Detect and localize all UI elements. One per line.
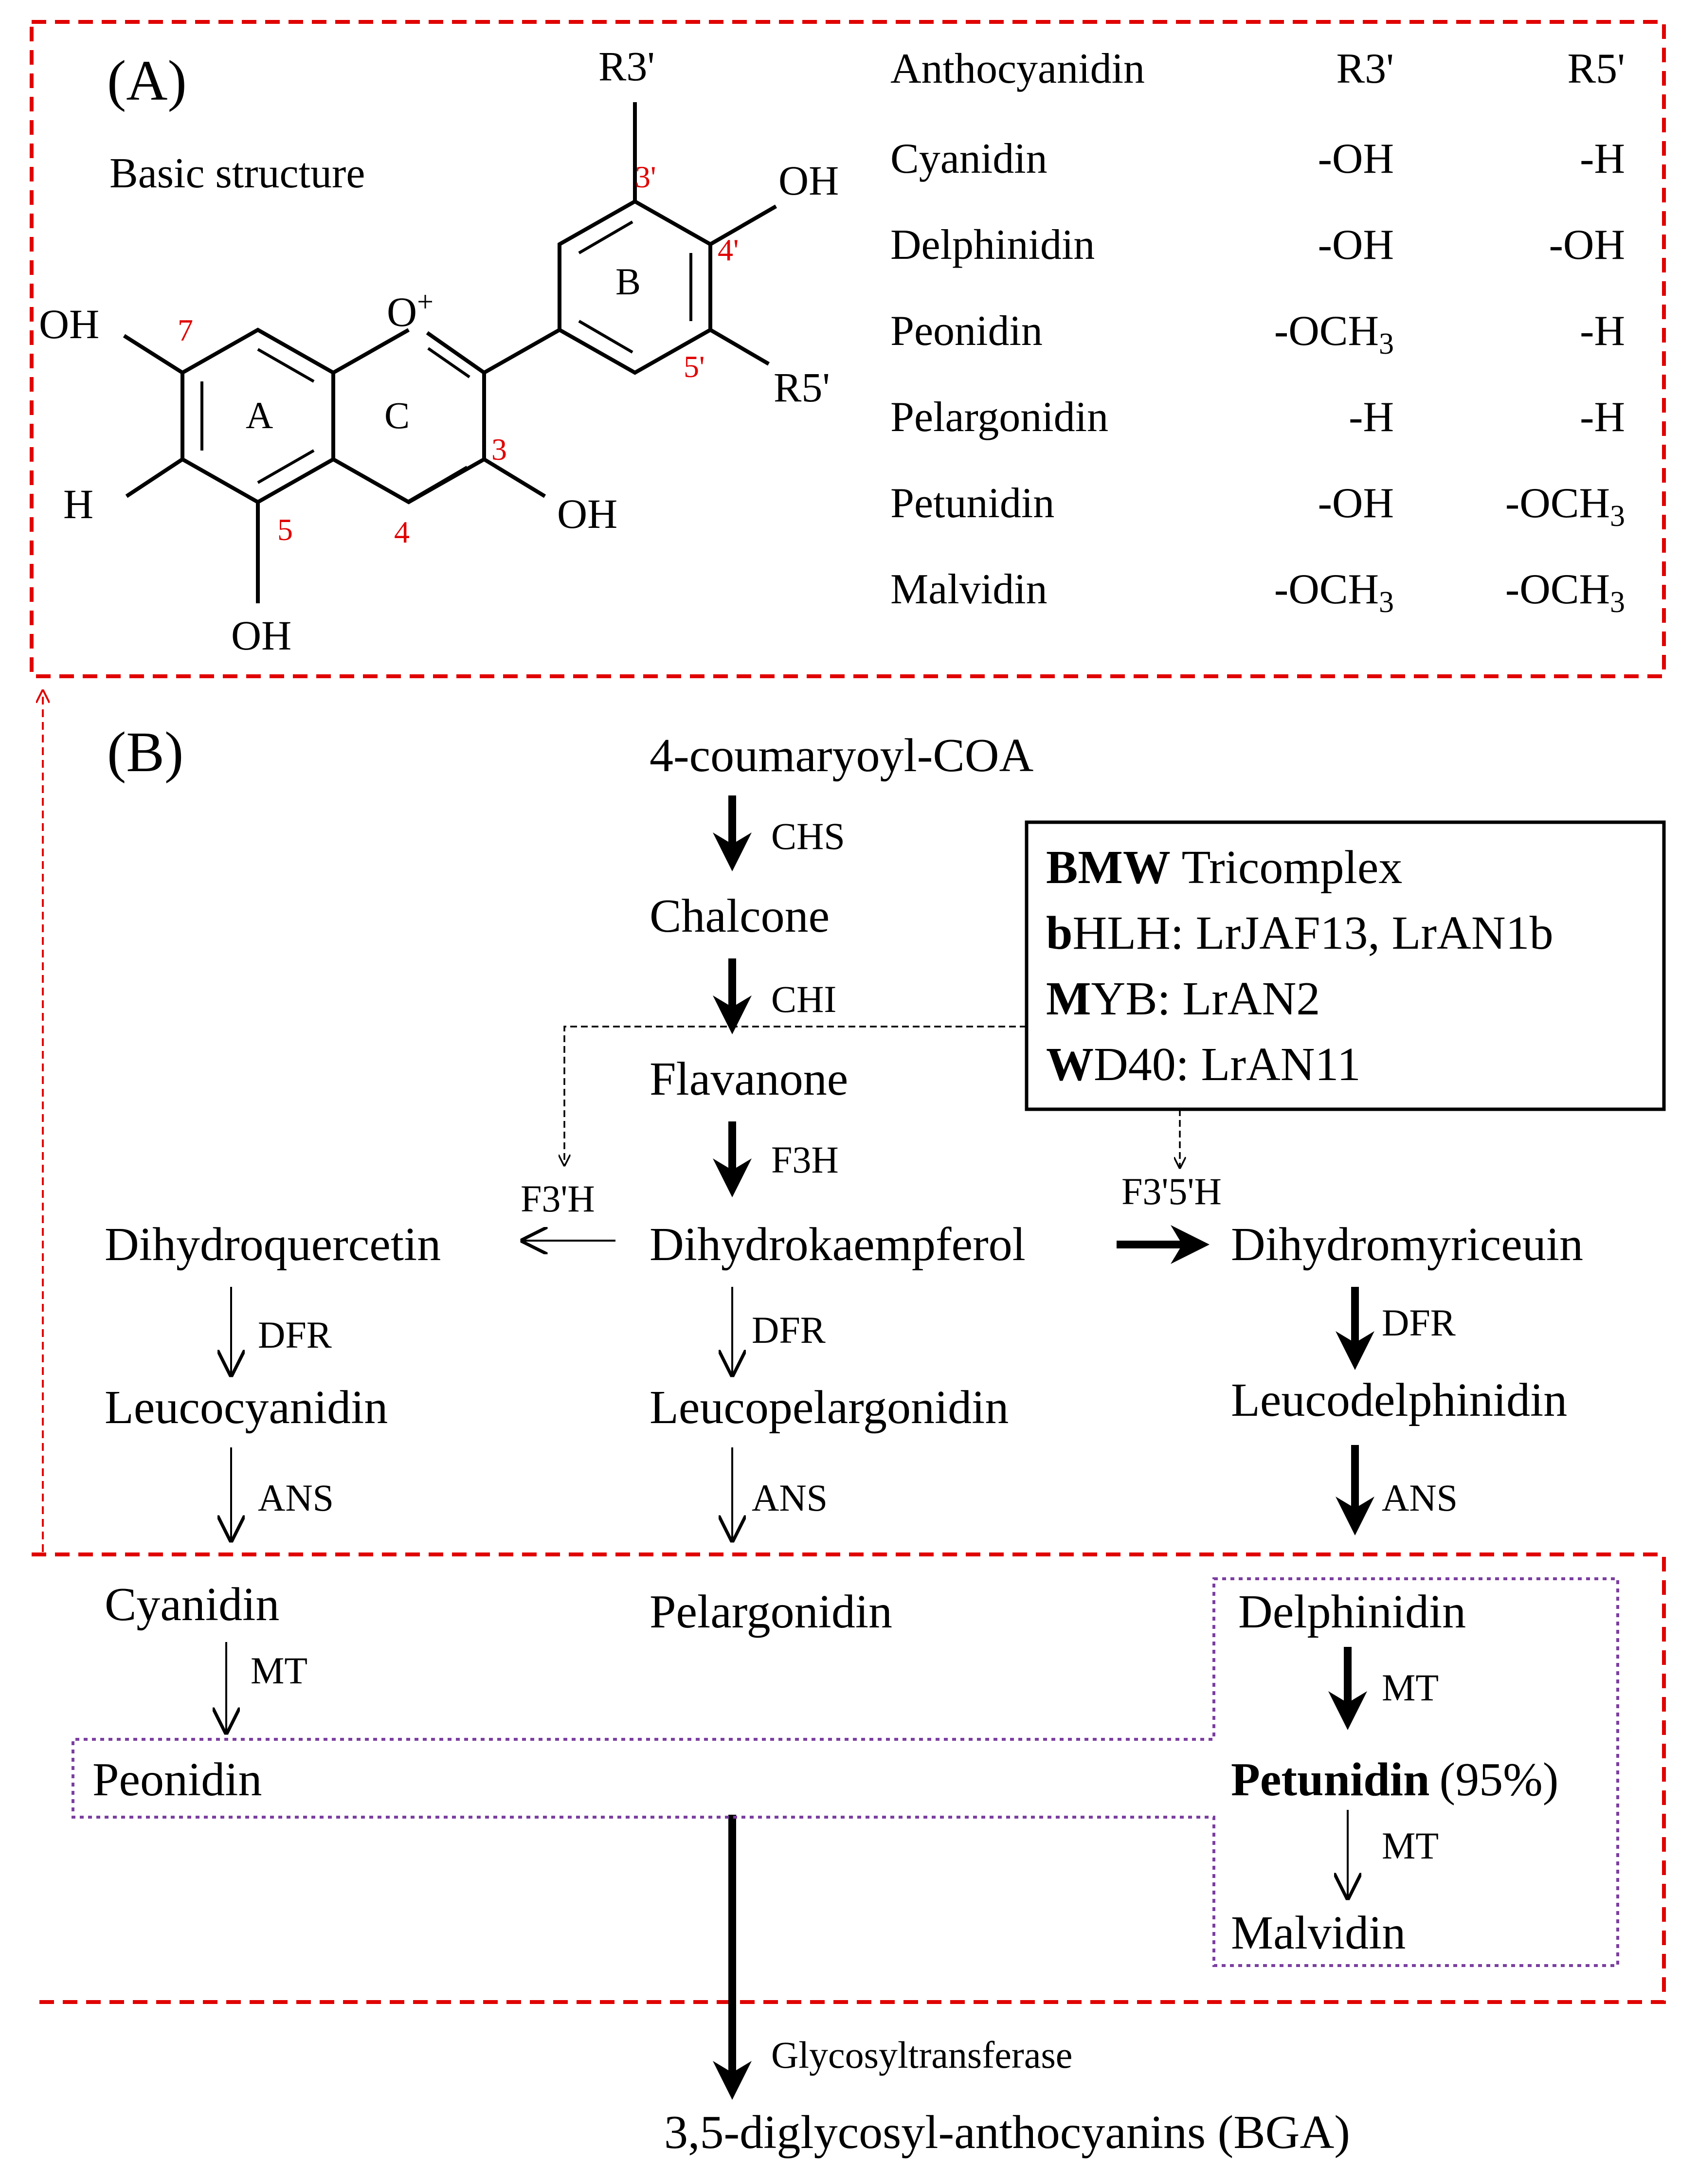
- table-cell-r3: -OH: [1318, 221, 1394, 269]
- compound-leucocyanidin: Leucocyanidin: [105, 1381, 388, 1434]
- pos-4: 4: [394, 515, 410, 549]
- petunidin-percent: (95%): [1439, 1753, 1558, 1806]
- bmw-tricomplex-box: BMW Tricomplex bHLH: LrJAF13, LrAN1b MYB…: [1025, 820, 1666, 1111]
- compound-leucodelphinidin: Leucodelphinidin: [1231, 1374, 1567, 1426]
- regulatory-arrow-f3ph: [564, 1026, 1027, 1165]
- table-cell-name: Pelargonidin: [890, 394, 1108, 441]
- thin-arrows: [226, 1241, 1348, 1897]
- compound-cyanidin: Cyanidin: [105, 1578, 279, 1631]
- thick-arrows: [713, 795, 1374, 2100]
- compound-chalcone: Chalcone: [650, 890, 830, 942]
- pos-3: 3: [491, 432, 507, 467]
- compound-dihydroquercetin: Dihydroquercetin: [105, 1218, 441, 1271]
- table-header-name: Anthocyanidin: [890, 45, 1145, 92]
- pos-5prime: 5': [684, 349, 705, 384]
- table-cell-r3: -OCH3: [1274, 307, 1394, 361]
- compound-dihydromyricetin: Dihydromyriceuin: [1231, 1218, 1583, 1271]
- compound-flavanone: Flavanone: [650, 1053, 848, 1105]
- enzyme-chi: CHI: [771, 978, 836, 1020]
- oh-7-label: OH: [39, 301, 99, 347]
- compound-malvidin: Malvidin: [1231, 1907, 1406, 1959]
- enzyme-ans-right: ANS: [1382, 1477, 1458, 1519]
- table-cell-r3: -OH: [1318, 480, 1394, 527]
- bmw-line-2: bHLH: LrJAF13, LrAN1b: [1046, 907, 1553, 959]
- table-cell-r3: -OCH3: [1274, 566, 1394, 619]
- enzyme-dfr-right: DFR: [1382, 1301, 1456, 1344]
- table-cell-name: Petunidin: [890, 480, 1054, 527]
- table-cell-r5: -H: [1580, 135, 1625, 182]
- bmw-line-3: MYB: LrAN2: [1046, 973, 1320, 1025]
- compound-peonidin: Peonidin: [92, 1753, 262, 1806]
- ring-b-label: B: [615, 260, 641, 303]
- panel-b-label: (B): [107, 720, 183, 784]
- enzyme-mt-cyanidin: MT: [251, 1649, 307, 1692]
- panel-a-label: (A): [107, 49, 187, 112]
- table-header-r5: R5': [1567, 45, 1625, 92]
- compound-pelargonidin: Pelargonidin: [650, 1586, 892, 1638]
- anthocyanidin-structure: [123, 102, 777, 603]
- enzyme-mt-petunidin: MT: [1382, 1824, 1439, 1867]
- table-cell-r3: -H: [1349, 394, 1394, 441]
- table-cell-r5: -OCH3: [1505, 480, 1625, 533]
- oh-5-label: OH: [231, 612, 291, 659]
- compound-leucopelargonidin: Leucopelargonidin: [650, 1381, 1009, 1434]
- ring-c-label: C: [384, 394, 410, 436]
- enzyme-glycosyltransferase: Glycosyltransferase: [771, 2034, 1072, 2076]
- enzyme-dfr-mid: DFR: [752, 1309, 826, 1351]
- compound-dihydrokaempferol: Dihydrokaempferol: [650, 1218, 1026, 1271]
- table-cell-name: Cyanidin: [890, 135, 1048, 182]
- oh-4prime-label: OH: [778, 157, 839, 204]
- basic-structure-label: Basic structure: [109, 150, 365, 197]
- pos-3prime: 3': [635, 160, 656, 194]
- methylated-products-outline: [72, 1577, 1619, 1967]
- compound-bga: 3,5-diglycosyl-anthocyanins (BGA): [664, 2106, 1350, 2159]
- compound-delphinidin: Delphinidin: [1238, 1586, 1466, 1638]
- final-products-frame: [32, 1552, 1666, 2004]
- compound-coumaroyl-coa: 4-coumaryoyl-COA: [650, 729, 1033, 782]
- o-plus-label: O+: [387, 286, 434, 335]
- table-cell-r5: -OH: [1549, 221, 1625, 269]
- regulatory-arrows: [564, 1026, 1180, 1168]
- petunidin-name: Petunidin: [1231, 1753, 1429, 1806]
- table-cell-r5: -H: [1580, 394, 1625, 441]
- h-6-label: H: [63, 481, 93, 527]
- r5-prime-label: R5': [774, 364, 830, 411]
- enzyme-f35h: F3'5'H: [1121, 1170, 1222, 1212]
- enzyme-chs: CHS: [771, 815, 845, 857]
- table-cell-r5: -OCH3: [1505, 566, 1625, 619]
- pos-5: 5: [277, 512, 293, 547]
- compound-petunidin: Petunidin(95%): [1231, 1753, 1558, 1806]
- oh-3-label: OH: [557, 490, 617, 537]
- table-cell-name: Malvidin: [890, 566, 1048, 613]
- enzyme-f3ph: F3'H: [521, 1177, 595, 1220]
- r3-prime-label: R3': [598, 43, 655, 90]
- anthocyanidin-table: Anthocyanidin R3' R5' Cyanidin -OH -H Delph…: [890, 45, 1625, 619]
- enzyme-dfr-left: DFR: [258, 1314, 332, 1356]
- table-header-r3: R3': [1336, 45, 1394, 92]
- enzyme-mt-delphinidin: MT: [1382, 1666, 1439, 1709]
- table-cell-r5: -H: [1580, 307, 1625, 355]
- enzyme-ans-mid: ANS: [752, 1477, 828, 1519]
- ring-a-label: A: [246, 394, 273, 436]
- pos-7: 7: [178, 313, 193, 347]
- bmw-line-1: BMW Tricomplex: [1046, 841, 1402, 894]
- table-cell-r3: -OH: [1318, 135, 1394, 182]
- pos-4prime: 4': [718, 233, 739, 267]
- bmw-line-4: WD40: LrAN11: [1046, 1038, 1361, 1091]
- panel-a-frame: [30, 20, 1666, 678]
- enzyme-f3h: F3H: [771, 1138, 839, 1181]
- table-cell-name: Peonidin: [890, 307, 1043, 355]
- table-cell-name: Delphinidin: [890, 221, 1095, 269]
- enzyme-ans-left: ANS: [258, 1477, 334, 1519]
